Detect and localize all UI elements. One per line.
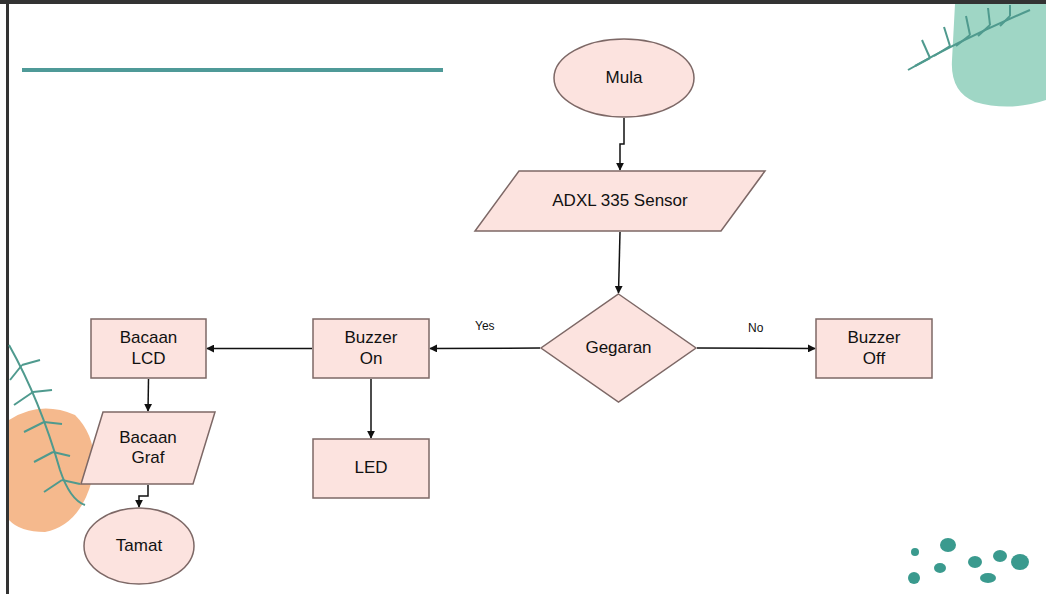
- node-label: Bacaan Graf: [112, 428, 184, 469]
- side-blob: [9, 409, 94, 532]
- side-leaves: [9, 345, 85, 505]
- decision-diamond: Gegaran: [540, 293, 697, 403]
- flow-arrow: [619, 232, 621, 293]
- text-group: Bacaan LCD: [113, 328, 185, 369]
- frame-left: [6, 0, 9, 594]
- node-label: Mula: [606, 68, 643, 88]
- node-label: Tamat: [116, 536, 162, 556]
- text-group: Bacaan Graf: [112, 428, 184, 469]
- start-terminal: Mula: [553, 38, 695, 118]
- corner-blob: [952, 4, 1046, 107]
- process-box: Buzzer Off: [815, 318, 933, 379]
- node-label: Bacaan LCD: [113, 328, 185, 369]
- fern-leaf: [908, 5, 1030, 70]
- flow-arrow: [620, 118, 624, 170]
- flow-arrow: [430, 347, 540, 349]
- node-label: Gegaran: [585, 338, 651, 358]
- node-label: LED: [354, 458, 387, 478]
- node-label: Buzzer Off: [838, 328, 910, 369]
- process-box: Bacaan LCD: [90, 318, 207, 379]
- end-terminal: Tamat: [83, 507, 195, 585]
- text-group: Buzzer On: [335, 328, 407, 369]
- text-group: Buzzer Off: [838, 328, 910, 369]
- process-box: LED: [312, 438, 430, 499]
- edge-label: No: [746, 321, 765, 335]
- flow-arrow: [697, 347, 815, 349]
- text-group: Mula: [606, 68, 643, 88]
- edge-label: Yes: [473, 319, 497, 333]
- process-box: Buzzer On: [312, 318, 430, 379]
- accent-line: [22, 68, 443, 72]
- text-group: Tamat: [116, 536, 162, 556]
- frame-top: [0, 0, 1046, 4]
- flow-arrow: [147, 379, 149, 411]
- text-group: LED: [354, 458, 387, 478]
- output-parallelogram: Bacaan Graf: [80, 411, 216, 485]
- input-parallelogram: ADXL 335 Sensor: [474, 170, 766, 232]
- node-label: ADXL 335 Sensor: [552, 191, 687, 211]
- flow-arrow: [207, 348, 312, 350]
- flow-arrow: [370, 379, 372, 438]
- text-group: ADXL 335 Sensor: [552, 191, 687, 211]
- dots: [908, 538, 1029, 584]
- flow-arrow: [139, 485, 148, 507]
- text-group: Gegaran: [585, 338, 651, 358]
- node-label: Buzzer On: [335, 328, 407, 369]
